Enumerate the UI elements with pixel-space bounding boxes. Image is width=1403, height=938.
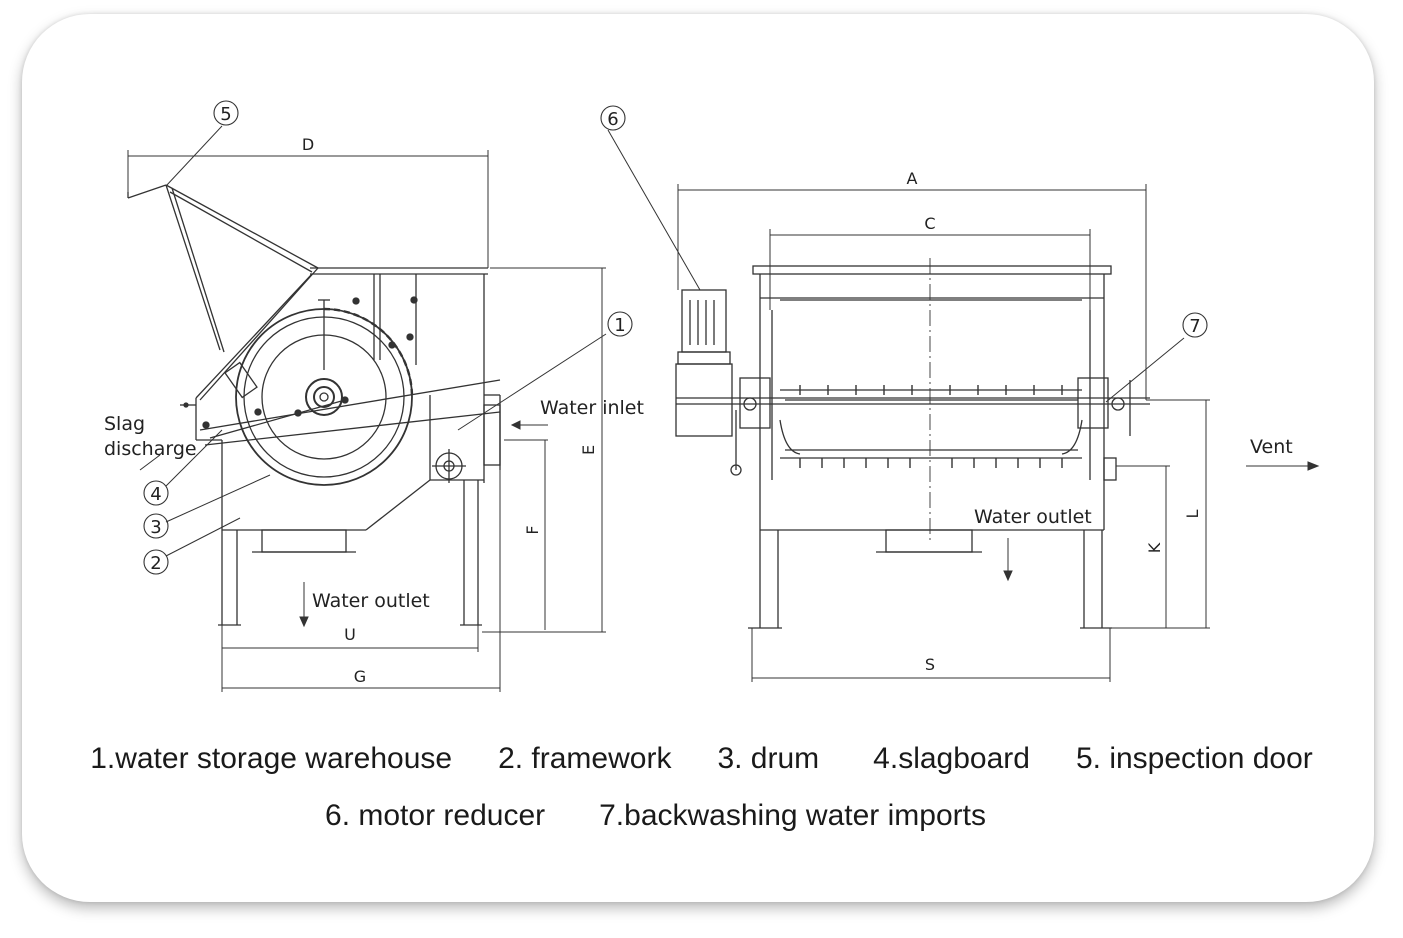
callout-circles — [143, 100, 1208, 575]
callout-6-label: 6 — [607, 109, 618, 130]
dim-D: D — [302, 135, 314, 154]
legend-item-7: 7.backwashing water imports — [599, 799, 986, 832]
slag-discharge-label-line2: discharge — [104, 438, 197, 460]
callout-1-label: 1 — [614, 315, 625, 336]
water-outlet-right-label: Water outlet — [974, 506, 1092, 528]
legend-item-1: 1.water storage warehouse — [90, 742, 453, 775]
legend-row-2: 6. motor reducer 7.backwashing water imp… — [0, 799, 1403, 833]
vent-label: Vent — [1250, 436, 1293, 458]
dim-U: U — [344, 625, 356, 644]
side-view — [127, 184, 501, 626]
dim-L: L — [1183, 509, 1202, 518]
callout-5-label: 5 — [220, 104, 231, 125]
callout-3 — [143, 513, 169, 539]
dim-C: C — [924, 214, 935, 233]
callout-2 — [143, 549, 169, 575]
legend-row-1: 1.water storage warehouse 2. framework 3… — [0, 742, 1403, 776]
motor-body — [681, 289, 727, 353]
callout-4-label: 4 — [150, 484, 161, 505]
water-outlet-left-label: Water outlet — [312, 590, 430, 612]
callout-4 — [143, 480, 169, 506]
callout-leaders — [165, 125, 1185, 557]
dim-A: A — [907, 169, 918, 188]
legend-item-6: 6. motor reducer — [325, 799, 546, 832]
front-view-dimensions — [677, 184, 1320, 682]
legend-item-3: 3. drum — [717, 742, 820, 775]
legend-item-5: 5. inspection door — [1075, 742, 1313, 775]
callout-6 — [600, 105, 626, 131]
callout-3-label: 3 — [150, 517, 161, 538]
legend-item-2: 2. framework — [498, 742, 672, 775]
slag-discharge-label-line1: Slag — [104, 413, 145, 435]
legend-item-4: 4.slagboard — [873, 742, 1030, 775]
side-view-dimensions — [127, 150, 606, 692]
dim-E: E — [579, 445, 598, 455]
callout-7 — [1182, 312, 1208, 338]
callout-5 — [213, 100, 239, 126]
dim-G: G — [354, 667, 366, 686]
front-view — [675, 258, 1150, 629]
water-inlet-label: Water inlet — [540, 397, 644, 419]
dim-S: S — [925, 655, 935, 674]
diagram-card — [22, 14, 1374, 902]
dim-F: F — [523, 525, 542, 534]
callout-7-label: 7 — [1189, 316, 1200, 337]
callout-2-label: 2 — [150, 553, 161, 574]
dim-K: K — [1145, 542, 1164, 553]
callout-1 — [607, 311, 633, 337]
